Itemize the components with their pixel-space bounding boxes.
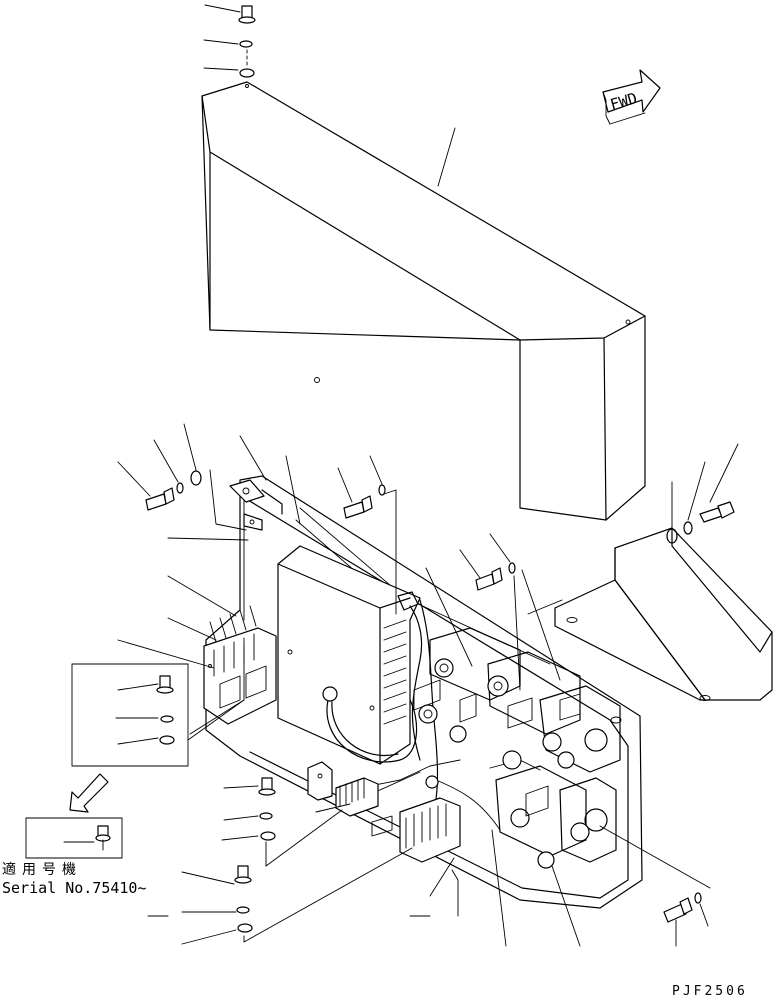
serial-number-label: Serial No.75410~ xyxy=(2,879,147,897)
clip-bracket xyxy=(307,761,333,801)
fwd-label: FWD xyxy=(608,89,639,114)
applicable-machines-label: 適用号機 xyxy=(2,861,82,878)
right-center-washer xyxy=(508,562,516,574)
left-spring-washer xyxy=(176,482,184,494)
right-bracket xyxy=(554,527,773,701)
lower-spring-washer-1 xyxy=(259,812,273,820)
top-bolt xyxy=(238,5,256,24)
center-bolt xyxy=(343,495,373,519)
drawing-code: PJF2506 xyxy=(672,984,748,998)
right-center-bolt xyxy=(475,567,503,591)
lower-flat-washer-2 xyxy=(237,923,253,933)
center-spring-washer xyxy=(378,484,386,496)
left-bolt xyxy=(145,487,175,511)
serial-group-bracket xyxy=(71,663,245,767)
group-spring-washer xyxy=(160,715,174,723)
fwd-direction-arrow: FWD xyxy=(602,69,661,125)
lower-bolt-1 xyxy=(258,777,276,796)
lower-bolt-2 xyxy=(234,865,252,884)
lower-spring-washer-2 xyxy=(236,906,250,914)
left-flat-washer xyxy=(190,470,202,486)
group-flat-washer xyxy=(159,735,175,745)
bracket-spring-washer xyxy=(683,521,693,535)
switch-cluster xyxy=(413,627,621,869)
controller-box xyxy=(277,545,421,765)
fuse-block xyxy=(203,605,277,725)
top-flat-washer xyxy=(239,68,255,78)
serial-note-box xyxy=(25,817,123,859)
top-spring-washer xyxy=(239,40,253,48)
bottom-right-washer xyxy=(694,892,702,904)
bracket-bolt xyxy=(699,501,735,523)
serial-arrow xyxy=(69,773,109,813)
group-bolt xyxy=(156,675,174,694)
cover-housing xyxy=(201,81,646,521)
terminal-block xyxy=(371,775,461,863)
connector-plug xyxy=(335,777,379,817)
bottom-right-bolt xyxy=(663,897,693,923)
lower-flat-washer-1 xyxy=(260,831,276,841)
wire-harness xyxy=(322,599,541,831)
